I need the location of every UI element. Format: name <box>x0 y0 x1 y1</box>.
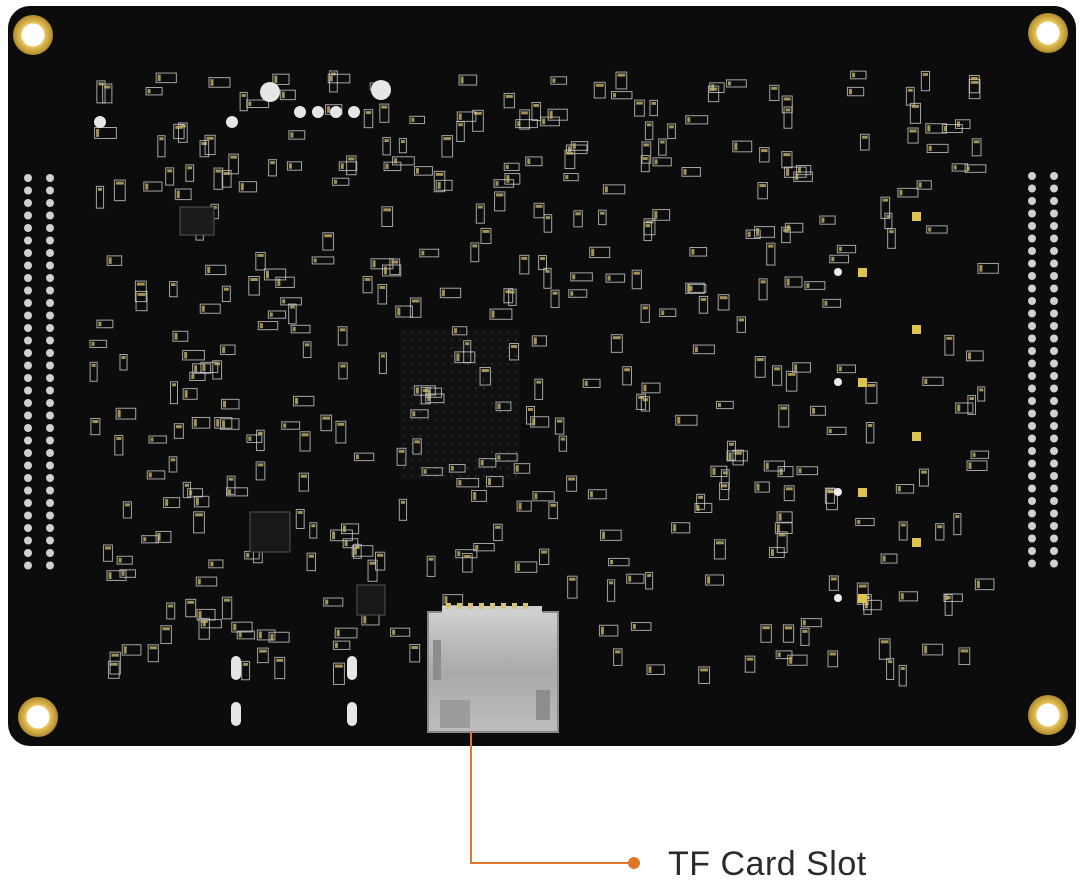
pcb-board <box>8 6 1076 746</box>
mounting-holes <box>13 13 1068 737</box>
callout-line <box>470 732 640 869</box>
left-pin-header <box>24 174 54 570</box>
tf-card-slot-label: TF Card Slot <box>668 845 867 883</box>
bga-area <box>400 330 520 480</box>
ic-chip <box>356 584 386 616</box>
ic-chip <box>249 511 291 553</box>
tf-card-slot <box>427 603 559 733</box>
right-pin-header <box>1028 172 1058 568</box>
ic-chip <box>179 206 215 236</box>
smd-components <box>89 70 999 726</box>
